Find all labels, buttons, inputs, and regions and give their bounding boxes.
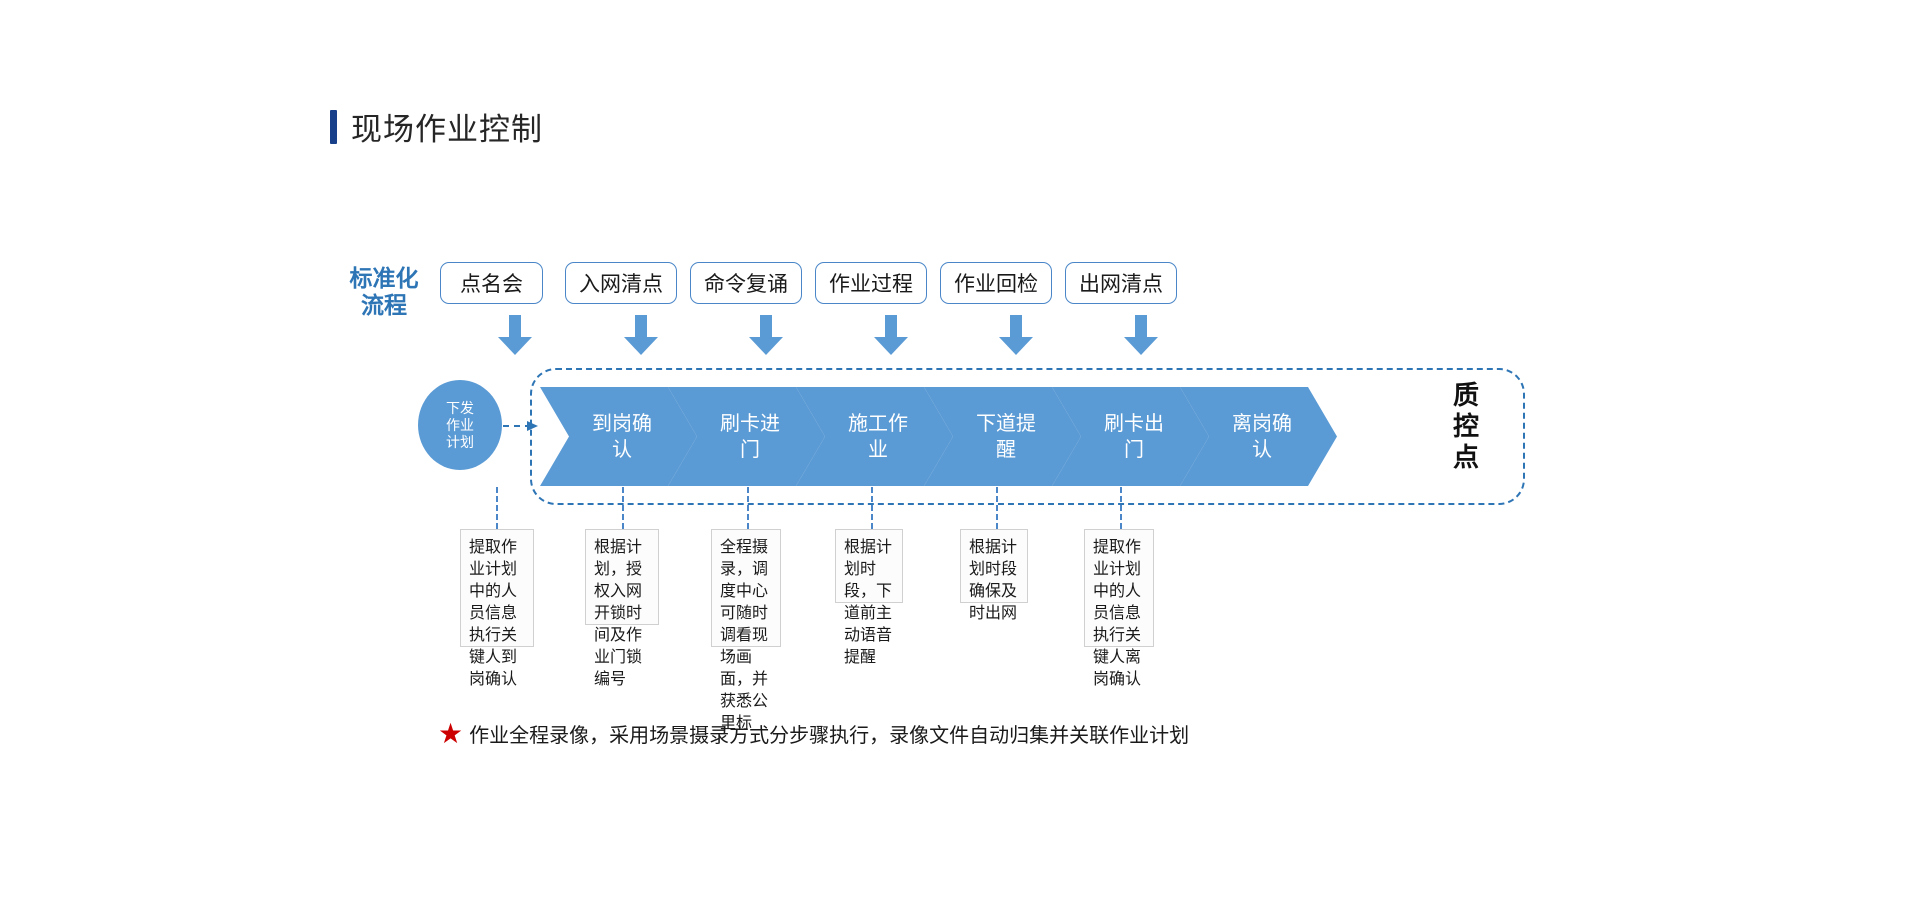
note-connector-1 [496, 487, 498, 529]
source-line-3: 计划 [446, 433, 474, 450]
process-chevron-6[interactable]: 离岗确认 [1180, 387, 1337, 486]
chevron-shape [668, 387, 825, 486]
note-box-4[interactable]: 根据计划时段，下道前主动语音提醒 [835, 529, 903, 666]
qc-char-2: 控 [1452, 411, 1479, 441]
standard-flow-step-5[interactable]: 作业回检 [940, 262, 1052, 304]
qc-char-3: 点 [1452, 442, 1479, 472]
work-plan-source-label: 下发 作业 计划 [446, 400, 474, 451]
note-connector-3 [747, 487, 749, 529]
down-arrow-icon-1 [498, 315, 532, 355]
note-connector-2 [622, 487, 624, 529]
standard-flow-step-label: 点名会 [460, 273, 523, 296]
source-to-flow-arrow-icon [503, 421, 538, 431]
note-box-6[interactable]: 提取作业计划中的人员信息执行关键人离岗确认 [1084, 529, 1154, 688]
chevron-shape [1180, 387, 1337, 486]
standard-flow-step-label: 出网清点 [1079, 273, 1163, 296]
note-box-text: 根据计划时段，下道前主动语音提醒 [844, 539, 893, 666]
down-arrow-icon-6 [1124, 315, 1158, 355]
standard-flow-label: 标准化 流程 [338, 265, 430, 319]
standard-flow-label-line1: 标准化 [349, 265, 419, 291]
standard-flow-step-label: 命令复诵 [704, 273, 788, 296]
chevron-shape [924, 387, 1081, 486]
note-connector-4 [871, 487, 873, 529]
note-box-text: 根据计划时段确保及时出网 [969, 539, 1018, 622]
standard-flow-step-label: 作业回检 [954, 273, 1038, 296]
quality-control-container [530, 368, 1525, 505]
footer-note: ★ 作业全程录像，采用场景摄录方式分步骤执行，录像文件自动归集并关联作业计划 [438, 719, 1189, 748]
source-line-1: 下发 [446, 399, 474, 416]
standard-flow-step-4[interactable]: 作业过程 [815, 262, 927, 304]
down-arrow-icon-3 [749, 315, 783, 355]
quality-control-point-label: 质 控 点 [1448, 380, 1484, 473]
note-connector-6 [1120, 487, 1122, 529]
down-arrow-icon-2 [624, 315, 658, 355]
note-box-5[interactable]: 根据计划时段确保及时出网 [960, 529, 1028, 622]
note-box-text: 提取作业计划中的人员信息执行关键人离岗确认 [1093, 539, 1142, 688]
standard-flow-step-label: 入网清点 [579, 273, 663, 296]
title-accent-bar [330, 109, 337, 144]
note-connector-5 [996, 487, 998, 529]
title-text: 现场作业控制 [351, 112, 543, 147]
note-box-1[interactable]: 提取作业计划中的人员信息执行关键人到岗确认 [460, 529, 534, 688]
standard-flow-step-label: 作业过程 [829, 273, 913, 296]
standard-flow-step-6[interactable]: 出网清点 [1065, 262, 1177, 304]
qc-char-1: 质 [1452, 380, 1479, 410]
chevron-shape [796, 387, 953, 486]
work-plan-source-node[interactable]: 下发 作业 计划 [418, 380, 502, 470]
source-line-2: 作业 [446, 416, 474, 433]
standard-flow-step-1[interactable]: 点名会 [440, 262, 543, 304]
down-arrow-icon-5 [999, 315, 1033, 355]
standard-flow-step-3[interactable]: 命令复诵 [690, 262, 802, 304]
chevron-shape [1052, 387, 1209, 486]
note-box-2[interactable]: 根据计划，授权入网开锁时间及作业门锁编号 [585, 529, 659, 688]
page-title: 现场作业控制 [330, 104, 543, 149]
note-box-text: 全程摄录，调度中心可随时调看现场画面，并获悉公里标 [720, 539, 769, 732]
note-box-text: 根据计划，授权入网开锁时间及作业门锁编号 [594, 539, 643, 688]
standard-flow-label-line2: 流程 [361, 292, 407, 318]
chevron-shape [540, 387, 697, 486]
note-box-text: 提取作业计划中的人员信息执行关键人到岗确认 [469, 539, 518, 688]
star-icon: ★ [438, 717, 464, 749]
down-arrow-icon-4 [874, 315, 908, 355]
standard-flow-step-2[interactable]: 入网清点 [565, 262, 677, 304]
note-box-3[interactable]: 全程摄录，调度中心可随时调看现场画面，并获悉公里标 [711, 529, 781, 732]
footer-note-text: 作业全程录像，采用场景摄录方式分步骤执行，录像文件自动归集并关联作业计划 [469, 725, 1190, 747]
